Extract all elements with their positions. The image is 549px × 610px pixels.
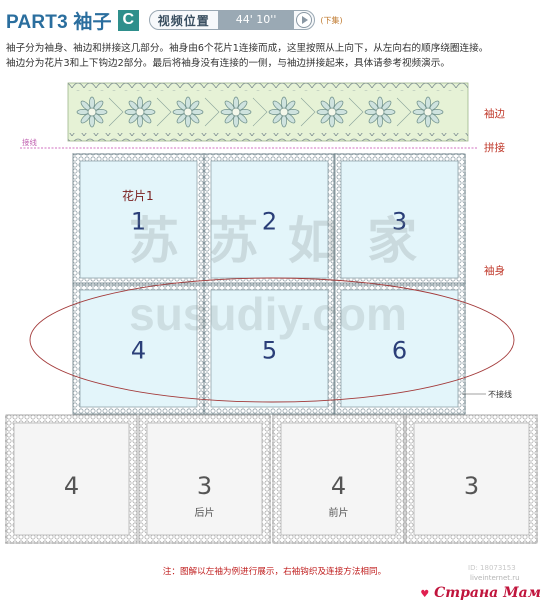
sleeve-panel-number: 5 xyxy=(262,337,277,365)
sleeve-panel-number: 2 xyxy=(262,208,277,236)
body-panel-number: 3 xyxy=(464,472,479,500)
body-panel-number: 3 xyxy=(197,472,212,500)
cuff-flower-icon xyxy=(268,96,316,128)
sleeve-panel: 3 xyxy=(333,153,466,286)
cuff-flower-icon xyxy=(124,96,172,128)
label-motif: 花片1 xyxy=(122,188,154,203)
credit-id: ID: 18073153 xyxy=(468,564,516,572)
body-panel: 4 xyxy=(272,414,405,544)
section-header: PART3 袖子 C 视频位置 44' 10'' (下集) xyxy=(6,8,343,33)
body-panel: 4 xyxy=(5,414,138,544)
intro-line-2: 袖边分为花片3和上下钩边2部分。最后将袖身没有连接的一侧，与袖边拼接起来，具体请… xyxy=(6,57,450,69)
label-front: 前片 xyxy=(329,506,349,519)
body-panels: 4 3 4 3 后片 前片 xyxy=(5,414,538,544)
sleeve-panel-number: 3 xyxy=(392,208,407,236)
watermark-en: susudiy.com xyxy=(129,288,407,340)
sleeve-panel: 5 xyxy=(203,282,336,415)
cuff-band xyxy=(67,82,469,142)
sleeve-panel-number: 1 xyxy=(131,208,146,236)
label-not-joined: 不接线 xyxy=(488,389,512,399)
sleeve-panel: 6 xyxy=(333,282,466,415)
video-time: 44' 10'' xyxy=(217,11,295,29)
cuff-flower-icon xyxy=(220,96,268,128)
heart-icon: ♥ xyxy=(420,589,430,600)
sleeve-panel: 2 xyxy=(203,153,336,286)
cuff-flower-icon xyxy=(364,96,412,128)
sleeve-panel-number: 6 xyxy=(392,337,407,365)
label-back: 后片 xyxy=(195,506,215,519)
label-cuff: 袖边 xyxy=(484,107,505,120)
video-label: 视频位置 xyxy=(157,13,210,28)
label-join: 拼接 xyxy=(484,141,505,154)
sleeve-panel: 1 xyxy=(72,153,205,286)
cuff-flower-icon xyxy=(76,96,124,128)
sleeve-panel: 4 xyxy=(72,282,205,415)
watermark-cn: 苏 苏 如 家 xyxy=(129,212,423,270)
strana-mam-logo: ♥ Страна Мам xyxy=(420,585,541,601)
part-badge: C xyxy=(117,9,139,31)
label-join-line: 接线 xyxy=(22,137,37,147)
cuff-top-edge xyxy=(68,83,468,91)
cuff-flower-icon xyxy=(412,96,444,128)
cuff-flower-icon xyxy=(172,96,220,128)
sleeve-panel-number: 4 xyxy=(131,337,146,365)
cuff-bottom-edge xyxy=(68,133,468,141)
intro-text: 袖子分为袖身、袖边和拼接这几部分。袖身由6个花片1连接而成，这里按照从上向下，从… xyxy=(6,42,546,71)
body-panel-number: 4 xyxy=(331,472,346,500)
cuff-flower-icon xyxy=(316,96,364,128)
video-position-box[interactable]: 视频位置 44' 10'' xyxy=(148,10,316,30)
body-panel-number: 4 xyxy=(64,472,79,500)
video-part-label: (下集) xyxy=(320,15,343,25)
intro-line-1: 袖子分为袖身、袖边和拼接这几部分。袖身由6个花片1连接而成，这里按照从上向下，从… xyxy=(6,43,489,54)
cuff-flowers xyxy=(76,96,444,128)
part-title: PART3 袖子 xyxy=(6,11,112,33)
credit-liveinternet: liveinternet.ru xyxy=(470,574,520,582)
seam-oval xyxy=(29,277,515,403)
footnote: 注：图解以左袖为例进行展示，右袖钩织及连接方法相同。 xyxy=(162,567,387,577)
label-body: 袖身 xyxy=(484,264,505,277)
strana-mam-text: Страна Мам xyxy=(434,585,541,601)
body-panel: 3 xyxy=(405,414,538,544)
sleeve-body: 1 2 3 4 5 6 xyxy=(72,153,466,415)
play-icon[interactable] xyxy=(296,12,313,28)
body-panel: 3 xyxy=(138,414,271,544)
